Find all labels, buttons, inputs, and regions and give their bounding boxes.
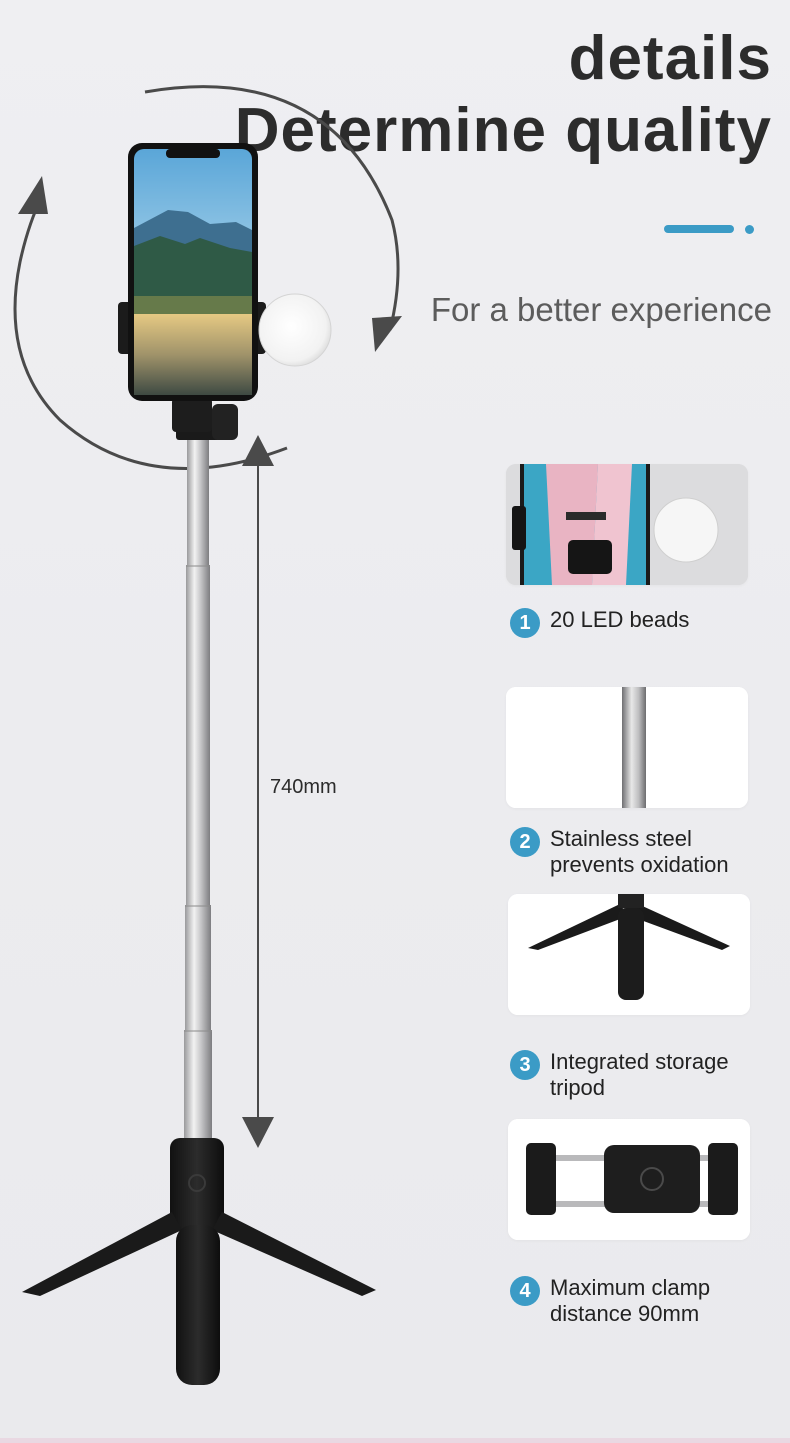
feature-item-3: 3 Integrated storage tripod	[510, 1049, 755, 1101]
headline-determine-quality: Determine quality	[234, 96, 772, 165]
feature-label: Integrated storage tripod	[550, 1049, 729, 1100]
feature-item-1: 1 20 LED beads	[510, 607, 755, 638]
led-beads-image	[506, 464, 748, 585]
feature-number-badge: 4	[510, 1276, 540, 1306]
length-label: 740mm	[270, 776, 337, 798]
thumbnail-storage-tripod	[508, 894, 750, 1015]
feature-number-badge: 2	[510, 827, 540, 857]
accent-bar	[664, 225, 734, 233]
feature-label: Stainless steel prevents oxidation	[550, 826, 729, 877]
thumbnail-phone-clamp	[508, 1119, 750, 1240]
bottom-strip	[0, 1438, 790, 1443]
rotation-arrows-icon	[13, 85, 400, 470]
feature-number-badge: 3	[510, 1050, 540, 1080]
headline-details: details	[568, 24, 772, 93]
double-arrow-icon	[242, 435, 274, 1148]
phone-clamp-image	[508, 1119, 750, 1240]
selfie-stick-illustration	[13, 85, 402, 1385]
feature-item-2: 2 Stainless steel prevents oxidation	[510, 826, 755, 878]
feature-label: Maximum clamp distance 90mm	[550, 1275, 711, 1326]
accent-dot	[745, 225, 754, 234]
feature-label: 20 LED beads	[550, 607, 690, 632]
feature-number-badge: 1	[510, 608, 540, 638]
feature-item-4: 4 Maximum clamp distance 90mm	[510, 1275, 755, 1327]
tagline: For a better experience	[430, 291, 772, 328]
thumbnail-stainless-steel	[506, 687, 748, 808]
steel-rod-image	[506, 687, 748, 808]
thumbnail-led-beads	[506, 464, 748, 585]
tripod-image	[508, 894, 750, 1015]
